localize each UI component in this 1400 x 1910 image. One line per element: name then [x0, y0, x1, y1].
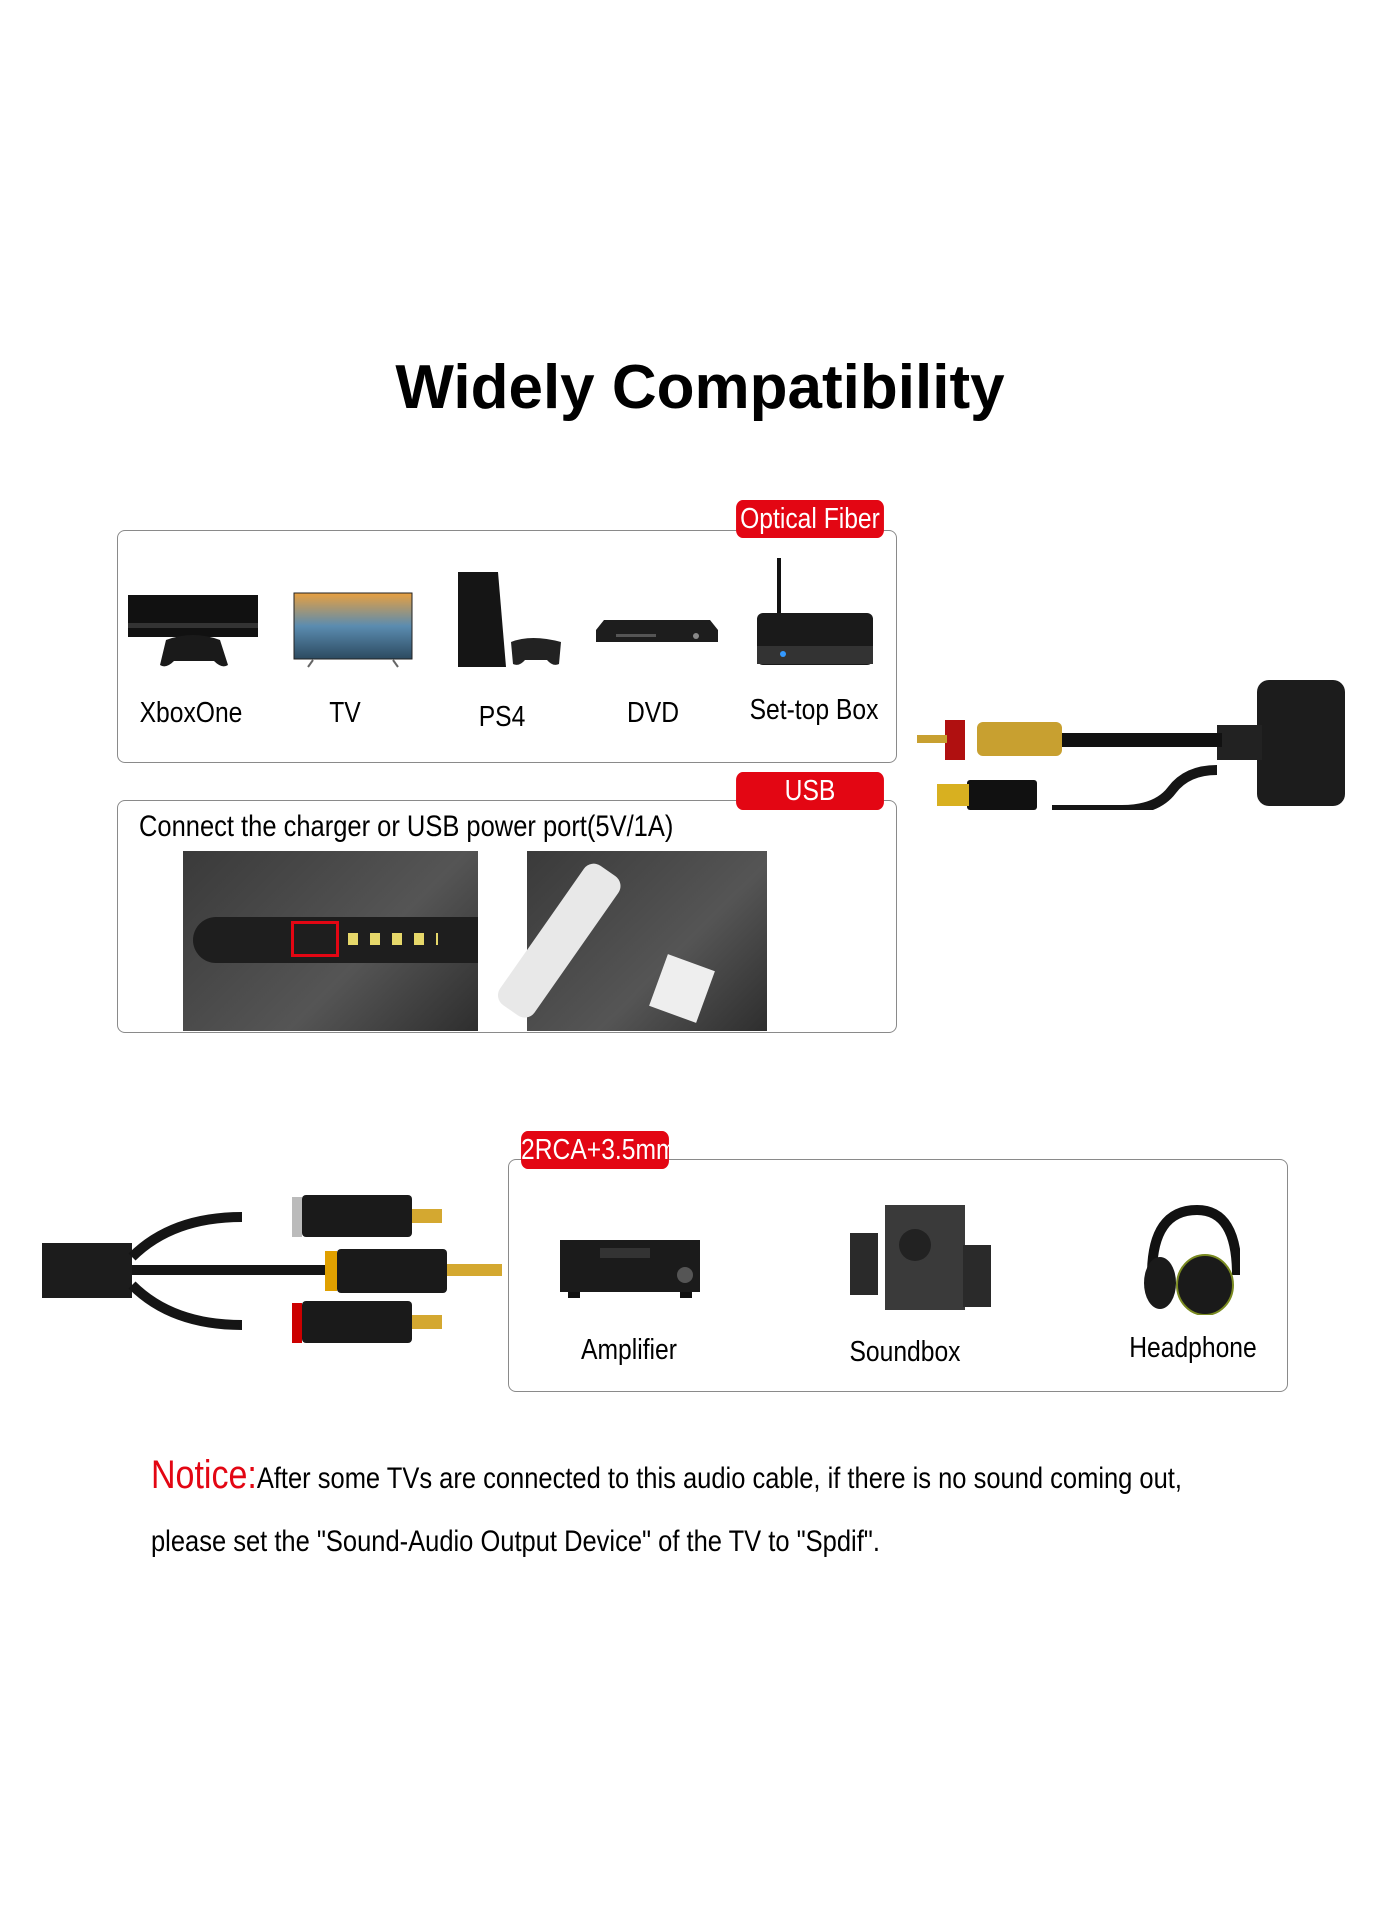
device-label-ps4: PS4 — [478, 701, 526, 733]
device-label-dvd: DVD — [626, 697, 680, 729]
usb-badge: USB — [736, 772, 884, 810]
usb-instruction-text: Connect the charger or USB power port(5V… — [139, 810, 674, 843]
optical-usb-cable-image — [917, 680, 1345, 810]
rca-cable-image — [42, 1195, 502, 1343]
notice-text-1: After some TVs are connected to this aud… — [256, 1462, 1182, 1495]
device-label-tv: TV — [329, 697, 361, 729]
tv-icon — [293, 592, 413, 668]
device-label-set-top-box: Set-top Box — [749, 694, 879, 726]
set-top-box-icon — [757, 558, 873, 665]
ps4-console-icon — [458, 572, 561, 667]
optical-fiber-badge: Optical Fiber — [736, 500, 884, 538]
device-label-soundbox: Soundbox — [849, 1336, 961, 1368]
speaker-set-icon — [850, 1205, 991, 1310]
device-label-xboxone: XboxOne — [139, 697, 243, 729]
amplifier-icon — [560, 1240, 700, 1298]
xbox-console-icon — [128, 595, 258, 667]
device-label-headphone: Headphone — [1129, 1332, 1257, 1364]
page-title: Widely Compatibility — [395, 353, 1005, 422]
headphone-icon — [1144, 1205, 1240, 1315]
device-label-amplifier: Amplifier — [581, 1334, 677, 1366]
notice-line-2: please set the "Sound-Audio Output Devic… — [151, 1525, 880, 1558]
notice-prefix: Notice: — [151, 1453, 257, 1497]
power-strip-photo — [493, 851, 767, 1031]
rca-badge: 2RCA+3.5mm — [521, 1131, 677, 1169]
dvd-player-icon — [596, 620, 718, 642]
tv-ports-photo — [183, 851, 478, 1031]
notice-line-1: Notice:After some TVs are connected to t… — [151, 1453, 1182, 1498]
